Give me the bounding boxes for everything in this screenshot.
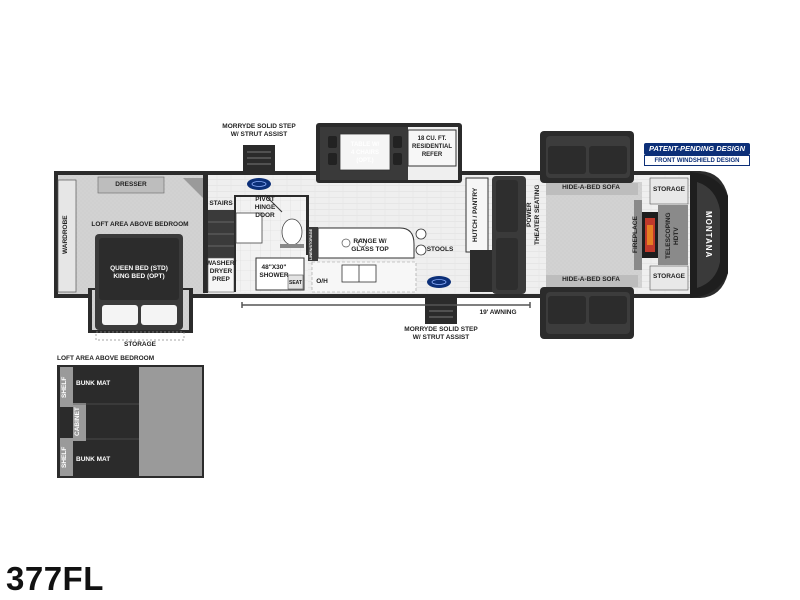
label-refer: 18 CU. FT. RESIDENTIAL REFER xyxy=(411,136,452,158)
badge-line1: PATENT-PENDING DESIGN xyxy=(644,143,750,155)
label-fireplace: FIREPLACE xyxy=(632,216,639,254)
step-bottom xyxy=(425,298,457,324)
label-storage-top: STORAGE xyxy=(652,186,686,193)
fireplace xyxy=(642,212,658,258)
label-hutch: HUTCH / PANTRY xyxy=(472,187,479,243)
label-bed: QUEEN BED (STD) KING BED (OPT) xyxy=(110,265,168,280)
sofa-bottom xyxy=(540,275,638,339)
bed xyxy=(95,234,183,330)
label-range: RANGE W/ GLASS TOP xyxy=(351,238,389,253)
label-shower: 48"X30" SHOWER xyxy=(259,264,289,279)
brand-logo: MONTANA xyxy=(704,211,713,259)
label-shelf-bottom: SHELF xyxy=(61,446,68,468)
label-sofa-bottom: HIDE-A-BED SOFA xyxy=(562,276,620,283)
label-dresser: DRESSER xyxy=(115,181,147,188)
sofa-top xyxy=(540,131,638,195)
label-step-top: MORRYDE SOLID STEP W/ STRUT ASSIST xyxy=(222,123,296,138)
label-bunk-top: BUNK MAT xyxy=(76,380,111,387)
label-stairs: STAIRS xyxy=(209,200,233,207)
kitchen-island xyxy=(317,227,415,259)
closet-corner xyxy=(183,178,205,200)
door-logo-icon xyxy=(427,276,451,288)
label-bunk-bottom: BUNK MAT xyxy=(76,456,111,463)
kitchen-slide xyxy=(316,123,462,183)
label-sofa-top: HIDE-A-BED SOFA xyxy=(562,184,620,191)
label-table: TABLE W/ 4 CHAIRS (OPT.) xyxy=(350,142,380,164)
front-cap xyxy=(690,172,728,298)
label-theater: POWER THEATER SEATING xyxy=(526,184,541,246)
label-loft-above: LOFT AREA ABOVE BEDROOM xyxy=(91,221,189,228)
model-number: 377FL xyxy=(6,560,104,597)
label-wardrobe: WARDROBE xyxy=(62,215,69,255)
label-loft-title: LOFT AREA ABOVE BEDROOM xyxy=(57,355,155,362)
wardrobe xyxy=(57,179,77,293)
linen-storage xyxy=(308,227,318,261)
storage-front-bottom xyxy=(649,265,689,291)
label-pivot: PIVOT HINGE DOOR xyxy=(254,196,276,219)
label-tv: TELESCOPING HDTV xyxy=(665,212,680,260)
label-washer: WASHER/ DRYER PREP xyxy=(206,260,237,283)
stools xyxy=(415,228,427,256)
label-oh: O/H xyxy=(316,278,328,285)
label-storage-bottom: STORAGE xyxy=(652,273,686,280)
label-step-bottom: MORRYDE SOLID STEP W/ STRUT ASSIST xyxy=(404,326,478,341)
patent-pending-badge: PATENT-PENDING DESIGN FRONT WINDSHIELD D… xyxy=(644,143,750,167)
bedroom-wall xyxy=(203,175,208,293)
theater-seating xyxy=(470,176,526,294)
label-shelf-top: SHELF xyxy=(61,376,68,398)
kitchen-counter xyxy=(311,261,417,293)
washer-dryer-area xyxy=(207,257,235,293)
label-stools: STOOLS xyxy=(426,246,454,253)
label-seat: SEAT xyxy=(289,280,302,286)
label-storage-bed: STORAGE xyxy=(123,341,157,348)
label-cabinet: CABINET xyxy=(74,407,81,437)
step-top xyxy=(243,145,275,171)
dresser xyxy=(97,176,165,194)
label-awning: 19' AWNING xyxy=(479,309,517,316)
stairs xyxy=(208,210,234,258)
storage-front-top xyxy=(649,177,689,205)
fireplace-cabinet xyxy=(634,200,642,270)
bathroom xyxy=(234,194,309,292)
label-linen: LINEN/STORAGE xyxy=(309,228,313,260)
door-logo-icon xyxy=(247,178,271,190)
badge-line2: FRONT WINDSHIELD DESIGN xyxy=(644,155,750,166)
loft-inset xyxy=(57,365,204,478)
tv-cabinet xyxy=(658,205,688,265)
living-carpet xyxy=(546,182,642,288)
storage-outline xyxy=(95,331,185,341)
